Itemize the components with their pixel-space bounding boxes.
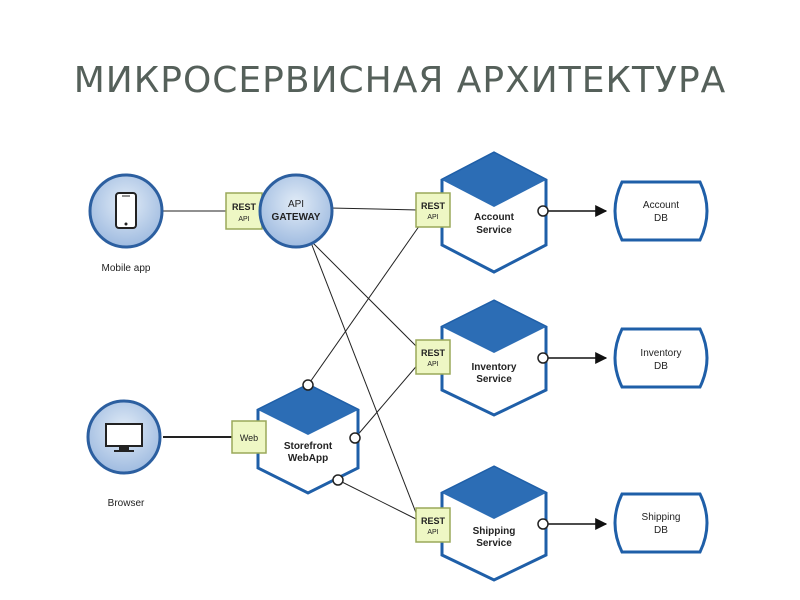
storefront-port-right <box>349 432 361 444</box>
rest-label: REST <box>421 516 446 526</box>
api-gateway: API GATEWAY <box>258 173 334 249</box>
shipping-db: Shipping DB <box>613 492 709 554</box>
storefront-port-top <box>302 379 314 391</box>
db-arrows <box>548 205 608 530</box>
slide-title: МИКРОСЕРВИСНАЯ АРХИТЕКТУРА <box>73 60 727 101</box>
account-port <box>537 205 549 217</box>
inventory-rest-api-box: REST API <box>415 339 451 375</box>
mobile-client-label: Mobile app <box>102 263 151 274</box>
account-db-line1: Account <box>643 200 679 211</box>
inventory-port <box>537 352 549 364</box>
browser-client: Browser <box>86 399 162 509</box>
api-label: API <box>427 214 438 221</box>
account-service-line2: Service <box>476 225 512 236</box>
storefront-line2: WebApp <box>288 453 328 464</box>
storefront-webapp: Storefront WebApp <box>256 383 360 495</box>
api-label: API <box>427 529 438 536</box>
api-label: API <box>238 216 249 223</box>
shipping-service-line2: Service <box>476 538 512 549</box>
monitor-icon <box>105 423 143 452</box>
gateway-line2: GATEWAY <box>272 212 321 223</box>
shipping-db-line1: Shipping <box>642 512 681 523</box>
rest-label: REST <box>421 348 446 358</box>
account-service: Account Service <box>440 151 548 274</box>
rest-label: REST <box>421 201 446 211</box>
shipping-rest-api-box: REST API <box>415 507 451 543</box>
shipping-port <box>537 518 549 530</box>
account-rest-api-box: REST API <box>415 192 451 228</box>
shipping-service-line1: Shipping <box>473 526 516 537</box>
mobile-client: Mobile app <box>88 173 164 274</box>
web-label: Web <box>240 433 258 443</box>
inventory-service: Inventory Service <box>440 299 548 417</box>
account-service-line1: Account <box>474 212 515 223</box>
inventory-service-line2: Service <box>476 374 512 385</box>
shipping-service: Shipping Service <box>440 465 548 582</box>
inventory-db-line1: Inventory <box>640 348 681 359</box>
gateway-rest-api-box: REST API <box>225 192 263 230</box>
api-label: API <box>427 361 438 368</box>
account-db-line2: DB <box>654 213 668 224</box>
browser-client-label: Browser <box>108 498 145 509</box>
connection-lines <box>163 207 423 521</box>
account-db: Account DB <box>613 180 709 242</box>
gateway-line1: API <box>288 199 304 210</box>
storefront-line1: Storefront <box>284 441 333 452</box>
storefront-port-bottom <box>332 474 344 486</box>
rest-label: REST <box>232 202 257 212</box>
inventory-db: Inventory DB <box>613 327 709 389</box>
inventory-db-line2: DB <box>654 361 668 372</box>
web-box: Web <box>231 420 267 454</box>
smartphone-icon <box>115 192 137 229</box>
shipping-db-line2: DB <box>654 525 668 536</box>
inventory-service-line1: Inventory <box>471 362 516 373</box>
